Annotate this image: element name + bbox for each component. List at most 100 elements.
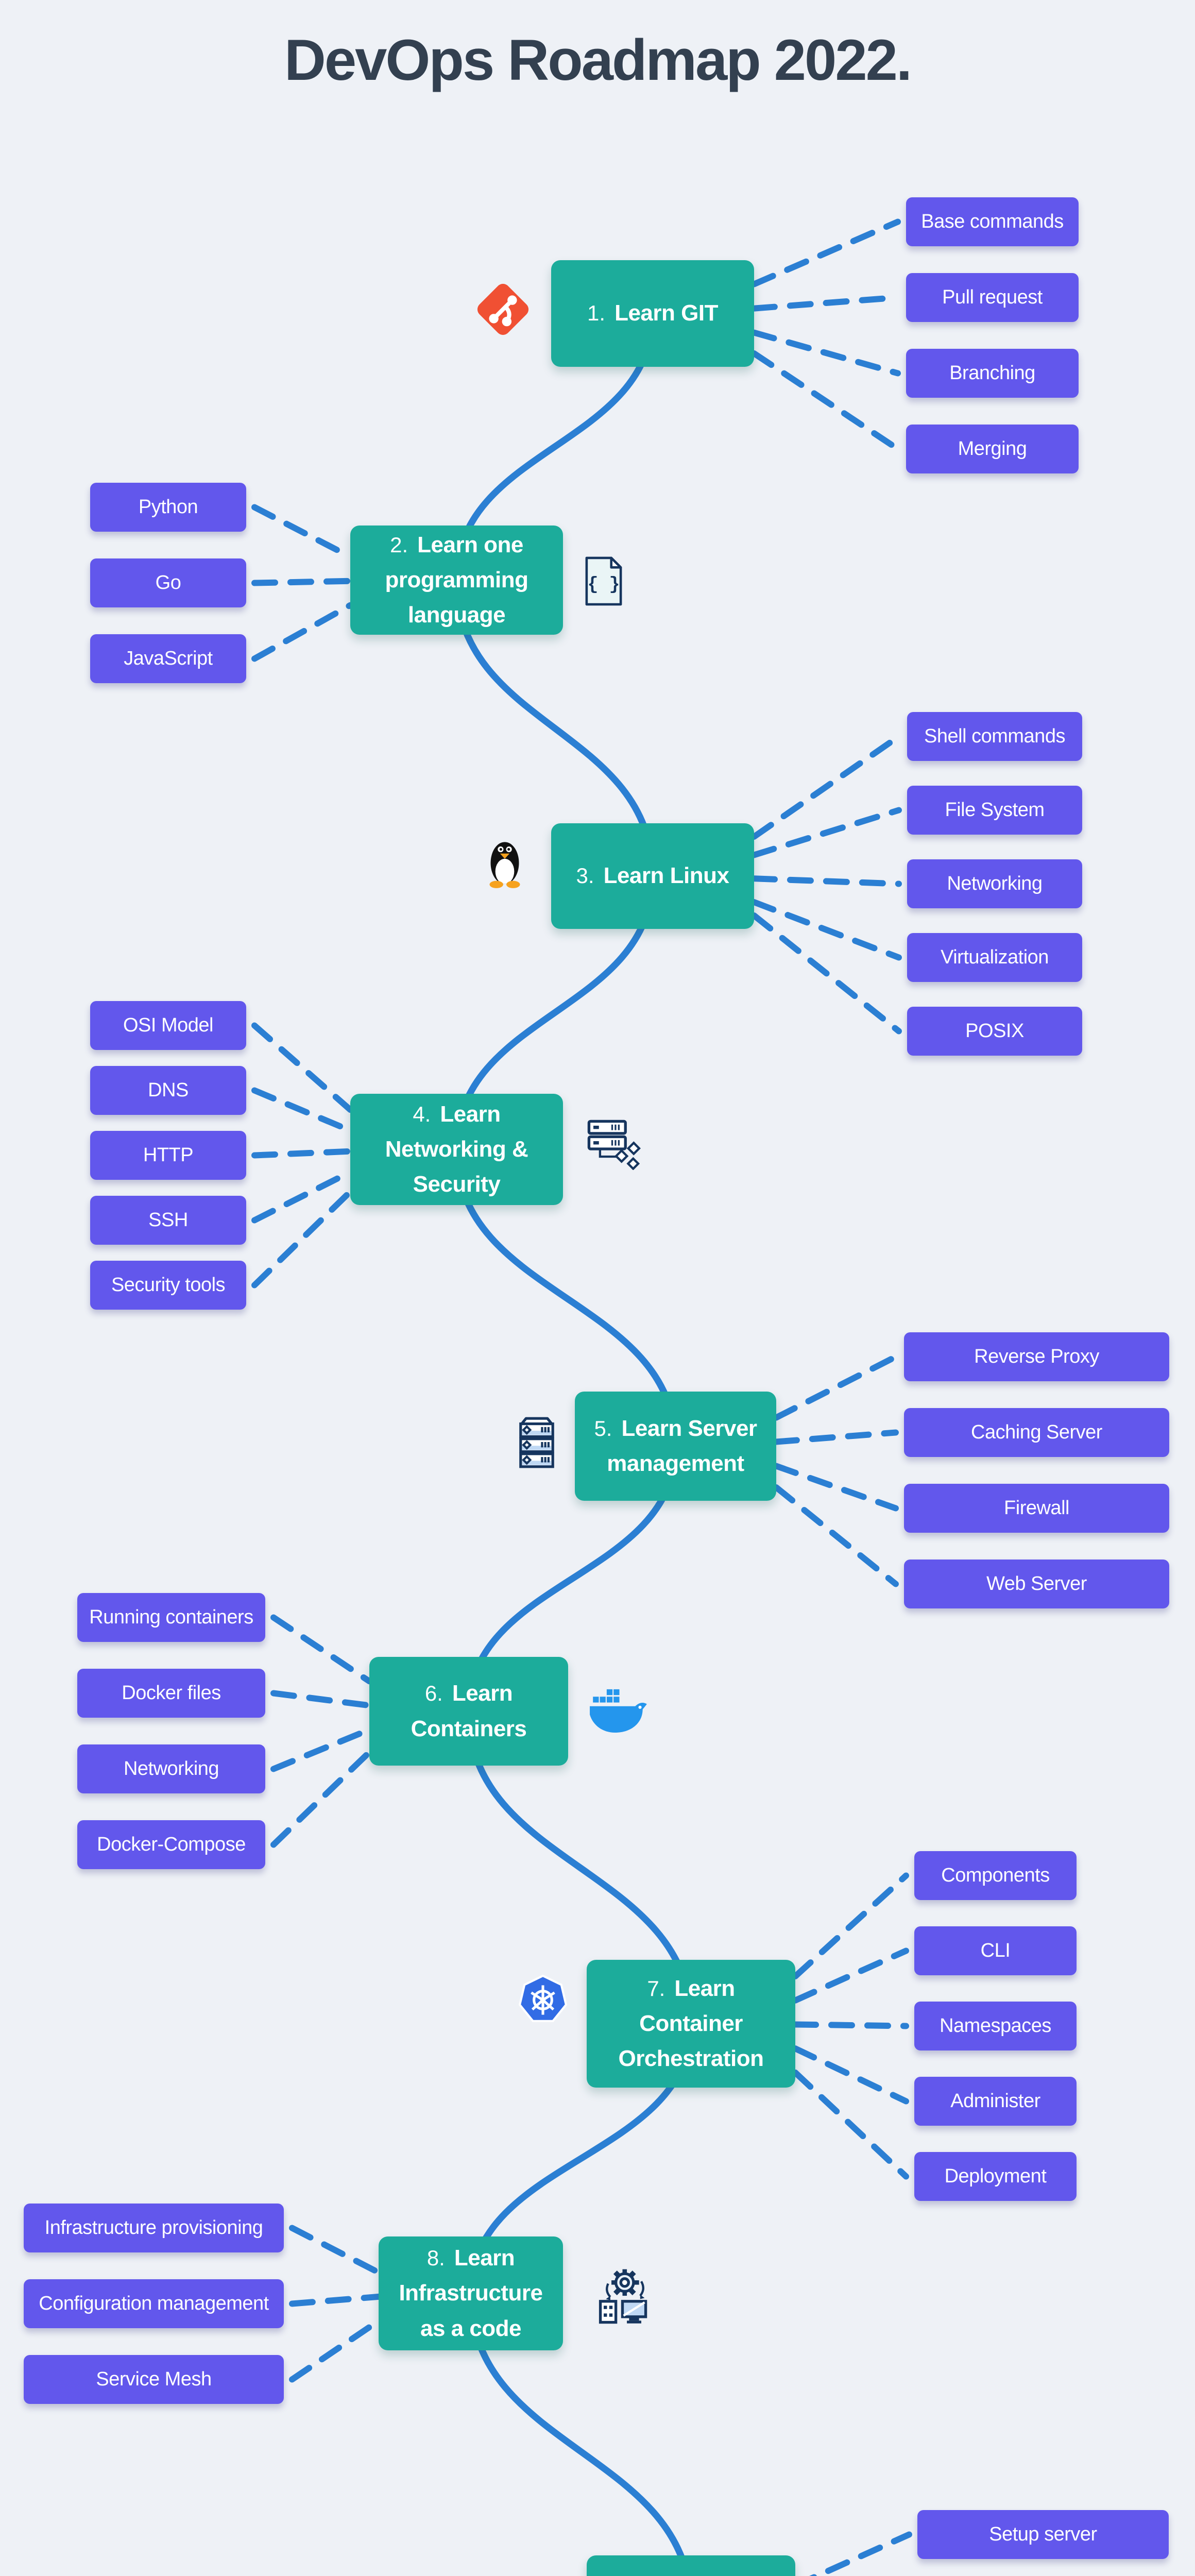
item-caching-server: Caching Server	[904, 1408, 1169, 1457]
dashed-connector	[270, 1749, 372, 1848]
dashed-connector	[773, 1463, 899, 1512]
node-number: 7.	[647, 1976, 665, 2001]
node-learn-infrastructure-as-a-code: 8.Learn Infrastructure as a code	[379, 2236, 563, 2350]
dashed-connector	[751, 733, 902, 840]
node-label: Learn Server management	[607, 1415, 757, 1476]
dashed-connector	[792, 2021, 909, 2029]
dashed-connector	[751, 807, 902, 858]
dashed-connector	[270, 1614, 372, 1685]
node-number: 2.	[390, 532, 408, 557]
node-number: 5.	[594, 1416, 612, 1440]
dashed-connector	[773, 1353, 899, 1421]
node-label: Learn GIT	[614, 300, 718, 326]
item-web-server: Web Server	[904, 1560, 1169, 1608]
dashed-connector	[751, 218, 901, 287]
item-cli: CLI	[914, 1926, 1077, 1975]
item-file-system: File System	[907, 786, 1082, 835]
item-infrastructure-provisioning: Infrastructure provisioning	[24, 2204, 284, 2252]
dashed-connector	[289, 2293, 382, 2307]
dashed-connector	[792, 1947, 909, 2004]
item-reverse-proxy: Reverse Proxy	[904, 1332, 1169, 1381]
dashed-connector	[251, 1087, 353, 1134]
dashed-connector	[251, 578, 353, 586]
item-go: Go	[90, 558, 246, 607]
node-number: 3.	[576, 863, 594, 888]
dashed-connector	[251, 1169, 353, 1224]
item-networking: Networking	[77, 1744, 265, 1793]
item-merging: Merging	[906, 425, 1079, 473]
node-learn-ci-cd: 9.Learn CI/CD	[587, 2555, 795, 2576]
network-security-icon	[586, 1112, 646, 1170]
node-label: Learn Networking & Security	[385, 1101, 528, 1197]
item-configuration-management: Configuration management	[24, 2279, 284, 2328]
dashed-connector	[251, 1148, 353, 1159]
item-branching: Branching	[906, 349, 1079, 398]
svg-text:{ }: { }	[588, 575, 620, 595]
dashed-connector	[792, 2045, 909, 2105]
item-javascript: JavaScript	[90, 634, 246, 683]
item-service-mesh: Service Mesh	[24, 2355, 284, 2404]
item-components: Components	[914, 1851, 1077, 1900]
dashed-connector	[270, 1690, 372, 1709]
dashed-connector	[751, 875, 902, 887]
dashed-connector	[751, 912, 902, 1035]
node-number: 4.	[413, 1101, 431, 1126]
page-title: DevOps Roadmap 2022.	[284, 28, 912, 92]
node-learn-git: 1. Learn GIT	[551, 260, 754, 367]
item-firewall: Firewall	[904, 1484, 1169, 1533]
node-label: Learn Linux	[603, 863, 729, 889]
item-python: Python	[90, 483, 246, 532]
dashed-connector	[792, 1872, 909, 1979]
node-learn-networking-security: 4.Learn Networking & Security	[350, 1094, 563, 1205]
item-pull-request: Pull request	[906, 273, 1079, 322]
item-shell-commands: Shell commands	[907, 712, 1082, 761]
node-learn-linux: 3. Learn Linux	[551, 823, 754, 929]
node-number: 8.	[426, 2246, 445, 2270]
item-http: HTTP	[90, 1131, 246, 1180]
linux-tux-icon	[478, 833, 532, 890]
node-label: Learn Infrastructure as a code	[399, 2245, 543, 2341]
node-label: Learn Containers	[411, 1681, 527, 1741]
item-namespaces: Namespaces	[914, 2002, 1077, 2050]
item-setup-server: Setup server	[917, 2510, 1169, 2559]
docker-icon	[589, 1685, 650, 1738]
kubernetes-icon	[517, 1971, 569, 2029]
item-virtualization: Virtualization	[907, 933, 1082, 982]
dashed-connector	[270, 1726, 372, 1772]
code-file-icon: { }	[580, 554, 627, 608]
dashed-connector	[251, 1022, 353, 1113]
dashed-connector	[809, 2531, 912, 2576]
node-learn-containers: 6.Learn Containers	[369, 1657, 568, 1766]
dashed-connector	[289, 2225, 382, 2276]
item-security-tools: Security tools	[90, 1261, 246, 1310]
node-label: Learn one programming language	[385, 532, 528, 628]
iac-icon	[596, 2265, 657, 2326]
dashed-connector	[751, 329, 901, 377]
dashed-connector	[773, 1429, 899, 1445]
item-docker-files: Docker files	[77, 1669, 265, 1718]
dashed-connector	[251, 1189, 353, 1289]
git-icon	[473, 280, 533, 339]
dashed-connector	[251, 602, 353, 662]
dashed-connector	[751, 899, 902, 961]
item-administer: Administer	[914, 2077, 1077, 2126]
dashed-connector	[251, 504, 353, 560]
dashed-connector	[773, 1484, 899, 1587]
dashed-connector	[751, 350, 901, 452]
item-posix: POSIX	[907, 1007, 1082, 1056]
node-number: 1.	[587, 301, 606, 326]
node-learn-server-management: 5.Learn Server management	[575, 1392, 776, 1501]
item-docker-compose: Docker-Compose	[77, 1820, 265, 1869]
item-osi-model: OSI Model	[90, 1001, 246, 1050]
node-learn-container-orchestration: 7.Learn Container Orchestration	[587, 1960, 795, 2088]
node-learn-one-programming-language: 2.Learn one programming language	[350, 526, 563, 635]
dashed-connector	[289, 2317, 382, 2383]
item-running-containers: Running containers	[77, 1593, 265, 1642]
item-networking: Networking	[907, 859, 1082, 908]
node-number: 6.	[424, 1681, 443, 1706]
dashed-connector	[751, 294, 901, 312]
item-dns: DNS	[90, 1066, 246, 1115]
node-label: Learn Container Orchestration	[618, 1975, 764, 2072]
dashed-connector	[792, 2069, 909, 2180]
